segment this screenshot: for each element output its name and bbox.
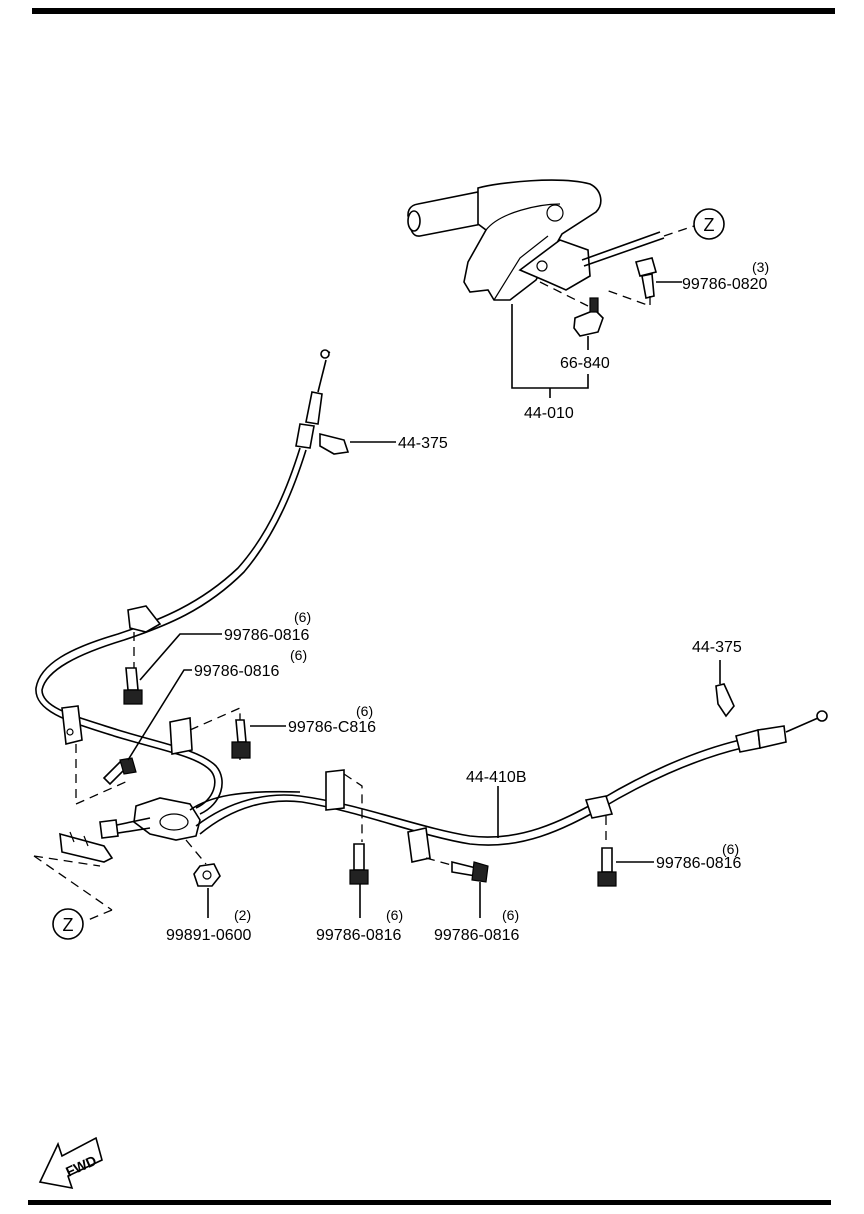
callout-z-top-label: Z: [704, 215, 715, 235]
leader-bolt-0820: [605, 289, 651, 307]
cable-clip-icon: [715, 683, 735, 718]
bolt-icon: [231, 719, 251, 759]
rear-cable: [189, 710, 828, 846]
brake-switch: [539, 281, 604, 337]
qty-99786-0820: (3): [752, 259, 769, 275]
bolt-icon: [597, 847, 617, 887]
bolt-icon: [635, 257, 657, 299]
label-bolt-e: 99786-0816: [434, 927, 520, 944]
nut-icon: [193, 863, 221, 887]
qty-bolt-e: (6): [502, 907, 519, 923]
callout-z-bottom: [52, 908, 84, 940]
bolt-icon: [451, 860, 489, 883]
label-66-840: 66-840: [560, 355, 610, 372]
qty-bolt-a: (6): [294, 609, 311, 625]
qty-bolt-f: (6): [722, 841, 739, 857]
qty-nut: (2): [234, 907, 251, 923]
front-cable: [35, 349, 331, 815]
bottom-rule: [28, 1200, 831, 1205]
cable-clip-icon: [319, 432, 350, 455]
callout-z-top: [693, 208, 725, 240]
bolt-icon: [349, 843, 369, 885]
label-bolt-b: 99786-0816: [194, 663, 280, 680]
top-rule: [32, 8, 835, 14]
label-bolt-a: 99786-0816: [224, 627, 310, 644]
label-bolt-d: 99786-0816: [316, 927, 402, 944]
fwd-arrow-icon: FWD: [38, 1136, 103, 1190]
label-nut: 99891-0600: [166, 927, 252, 944]
leader-z-top: [663, 225, 695, 237]
bolt-icon: [102, 757, 137, 786]
qty-bolt-c: (6): [356, 703, 373, 719]
parking-brake-lever: [407, 179, 665, 301]
callout-z-bottom-label: Z: [63, 915, 74, 935]
leader-bolt-a: [139, 633, 222, 681]
bolt-icon: [123, 667, 143, 705]
qty-bolt-d: (6): [386, 907, 403, 923]
label-bolt-f: 99786-0816: [656, 855, 742, 872]
qty-bolt-b: (6): [290, 647, 307, 663]
label-44-410b: 44-410B: [466, 769, 527, 786]
leader-bolt-b: [127, 669, 192, 761]
equalizer-bracket-icon: [59, 831, 114, 863]
label-44-375-front: 44-375: [398, 435, 448, 452]
cable-bracket-icon: [325, 769, 614, 863]
cable-bracket-icon: [61, 605, 193, 755]
label-44-375-rear: 44-375: [692, 639, 742, 656]
equalizer: [99, 797, 201, 841]
label-44-010: 44-010: [524, 405, 574, 422]
label-bolt-c: 99786-C816: [288, 719, 376, 736]
label-99786-0820: 99786-0820: [682, 276, 768, 293]
